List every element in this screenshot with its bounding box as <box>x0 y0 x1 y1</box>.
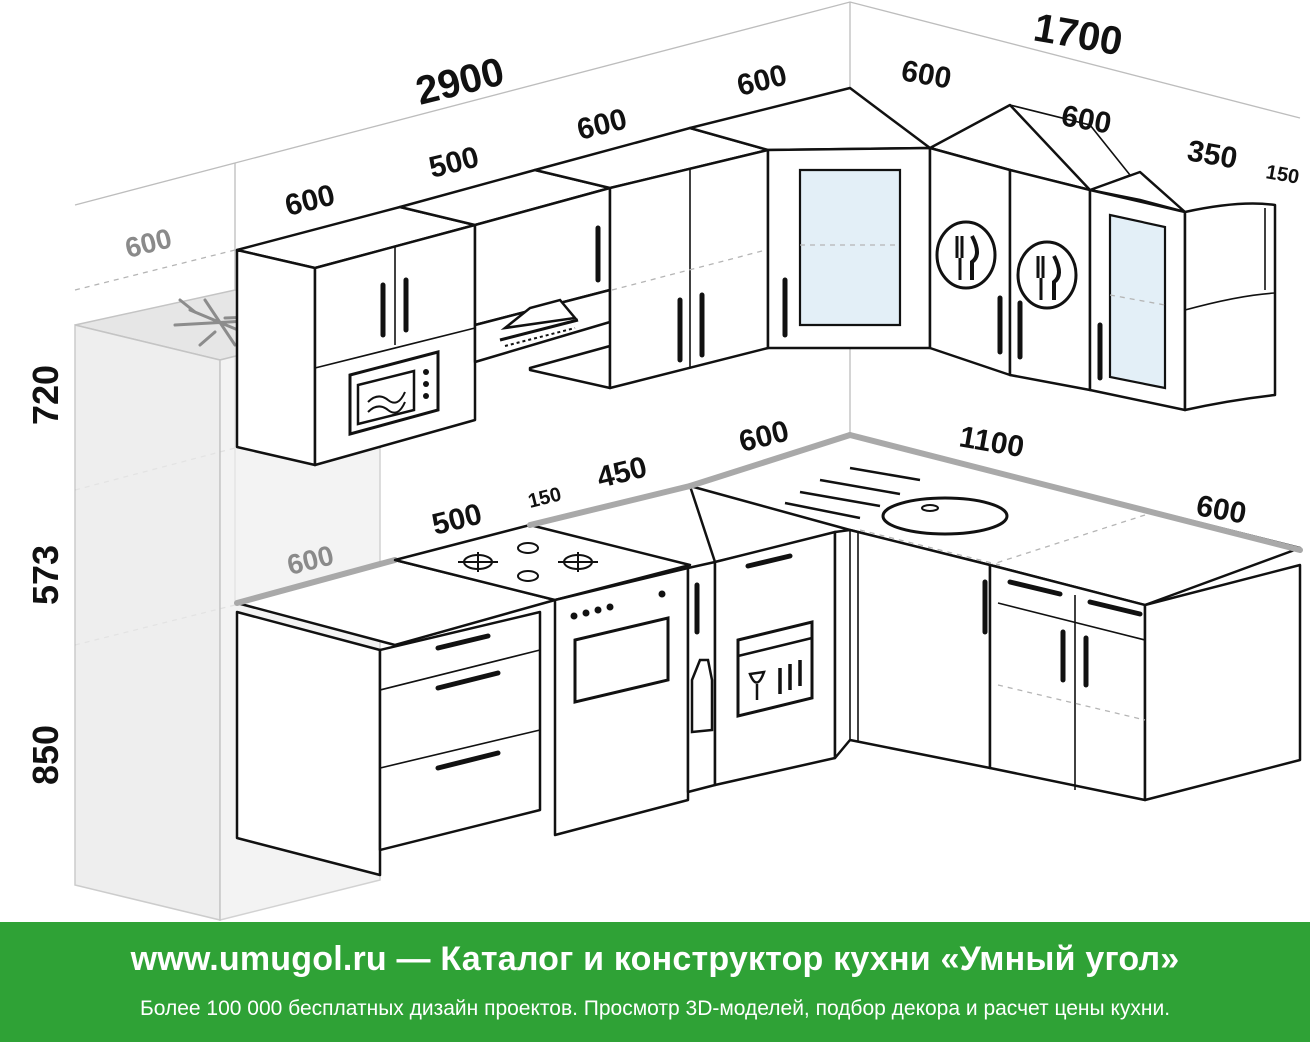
cutlery-icon <box>935 220 997 290</box>
base-cabinets <box>234 432 1303 877</box>
upper-cabinets-back <box>235 126 770 467</box>
dishwasher-icon <box>736 620 814 718</box>
dim-upper-3: 600 <box>574 103 631 147</box>
dim-total-back-wall: 2900 <box>412 50 509 114</box>
dim-upper-side-4: 150 <box>1264 161 1301 188</box>
dim-base-2: 500 <box>429 498 486 542</box>
range-hood-icon <box>499 298 579 347</box>
bottle-icon <box>690 658 714 734</box>
dim-upper-corner-side: 600 <box>899 54 954 95</box>
dim-height-base: 850 <box>25 725 66 785</box>
dim-height-upper: 720 <box>25 365 66 425</box>
footer-banner: www.umugol.ru — Каталог и конструктор ку… <box>0 922 1310 1042</box>
dim-base-side-1: 1100 <box>957 420 1027 464</box>
footer-title[interactable]: www.umugol.ru — Каталог и конструктор ку… <box>130 940 1180 978</box>
dim-upper-1: 600 <box>282 179 339 223</box>
dim-upper-side-3: 350 <box>1185 134 1240 175</box>
dim-upper-4: 600 <box>734 59 791 103</box>
cutlery-icon <box>1016 240 1078 310</box>
sink-icon <box>784 466 1009 536</box>
dim-base-5: 600 <box>736 415 793 459</box>
footer-subtitle: Более 100 000 бесплатных дизайн проектов… <box>139 997 1171 1020</box>
microwave-icon <box>348 350 440 436</box>
oven-icon <box>570 590 670 704</box>
dim-upper-side-2: 600 <box>1059 99 1114 140</box>
dim-upper-2: 500 <box>426 141 483 185</box>
dim-base-3: 150 <box>526 483 564 512</box>
stove-burner-icon <box>458 542 598 582</box>
dim-total-side-wall: 1700 <box>1030 6 1125 65</box>
dim-fridge-depth: 600 <box>122 222 175 263</box>
dim-base-4: 450 <box>594 451 651 495</box>
dim-height-gap: 573 <box>25 545 66 605</box>
upper-cabinets-side <box>688 86 1277 412</box>
kitchen-drawing: 2900 1700 720 573 850 600 600 500 600 60… <box>25 1 1303 921</box>
